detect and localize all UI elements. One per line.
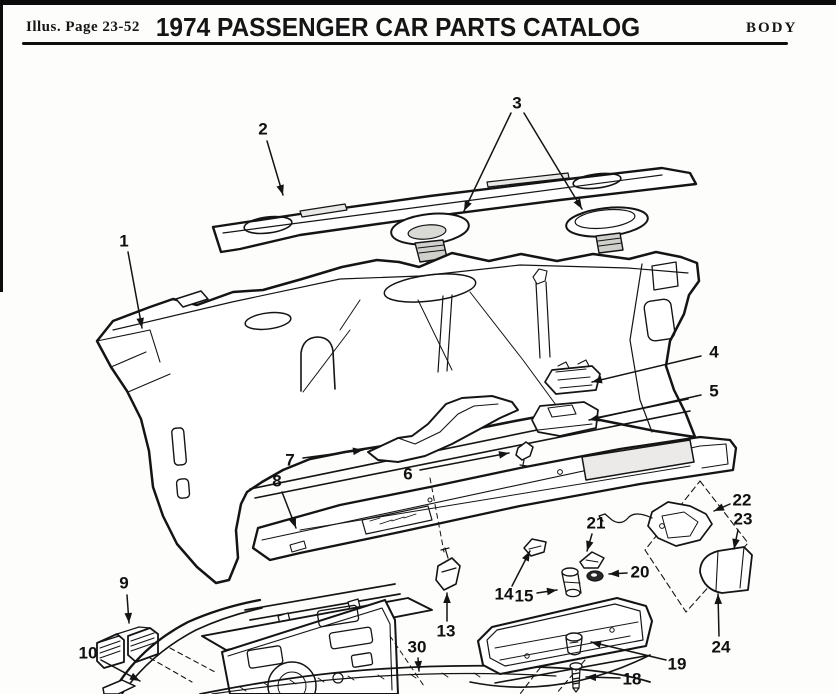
bracket-part4 xyxy=(544,359,601,395)
speaker-left xyxy=(390,212,470,270)
glove-box xyxy=(469,596,654,694)
upper-trim-pad xyxy=(367,395,519,463)
leader-arrowhead xyxy=(732,538,740,549)
nut-part20 xyxy=(586,570,604,582)
callout-9: 9 xyxy=(119,574,128,593)
header-rule xyxy=(22,42,788,45)
page-title: 1974 PASSENGER CAR PARTS CATALOG xyxy=(155,12,641,42)
leader-arrowhead xyxy=(414,660,423,671)
leader-arrowhead xyxy=(498,451,509,459)
leader-line xyxy=(302,449,364,459)
callout-10: 10 xyxy=(79,644,98,663)
leader-arrowhead xyxy=(522,551,530,562)
instrument-panel-frame xyxy=(95,250,701,585)
lower-trim-panel xyxy=(251,435,738,562)
leader-line xyxy=(590,641,667,661)
cluster-bezel xyxy=(102,598,263,694)
leader-line xyxy=(523,112,583,210)
screw-part18 xyxy=(569,662,583,693)
callout-21: 21 xyxy=(587,514,606,533)
leader-arrowhead xyxy=(586,673,597,682)
instrument-cluster xyxy=(201,583,433,694)
latch-assembly xyxy=(598,480,749,613)
leader-arrowhead xyxy=(136,317,144,328)
clip-part21 xyxy=(579,551,605,569)
callout-1: 1 xyxy=(119,232,128,251)
illus-page-label: Illus. Page 23-52 xyxy=(26,19,140,35)
callout-15: 15 xyxy=(515,587,534,606)
callout-5: 5 xyxy=(709,382,718,401)
section-label: BODY xyxy=(746,20,798,36)
switch-blocks xyxy=(96,626,159,669)
switch-part13 xyxy=(429,477,461,591)
leader-line xyxy=(127,251,143,329)
leader-arrowhead xyxy=(609,569,620,578)
defroster-grille-panel xyxy=(211,166,698,254)
callout-6: 6 xyxy=(403,465,412,484)
callout-7: 7 xyxy=(285,451,294,470)
door-stop-cover xyxy=(699,546,753,594)
leader-arrowhead xyxy=(591,640,602,649)
glove-box-lock xyxy=(565,632,583,656)
leader-arrowhead xyxy=(589,414,600,422)
leader-line xyxy=(591,355,702,383)
scan-left-bar xyxy=(0,0,3,292)
leader-arrowhead xyxy=(129,672,140,681)
leader-arrowhead xyxy=(546,587,557,596)
leader-line xyxy=(419,452,510,471)
leader-arrowhead xyxy=(714,594,723,605)
leader-arrowhead xyxy=(443,593,451,603)
callout-18: 18 xyxy=(623,670,642,689)
leader-arrowhead xyxy=(464,200,472,211)
leader-arrowhead xyxy=(586,540,594,551)
leader-arrowhead xyxy=(288,517,296,528)
callout-19: 19 xyxy=(668,655,687,674)
leader-arrowhead xyxy=(276,184,284,195)
callout-13: 13 xyxy=(437,622,456,641)
callout-8: 8 xyxy=(272,472,281,491)
callout-4: 4 xyxy=(709,343,719,362)
speaker-right xyxy=(565,206,649,254)
leader-arrowhead xyxy=(573,198,582,209)
callout-24: 24 xyxy=(712,638,731,657)
callout-23: 23 xyxy=(734,510,753,529)
leader-arrowhead xyxy=(124,612,133,623)
leader-arrowhead xyxy=(592,375,603,384)
callout-2: 2 xyxy=(258,120,267,139)
callout-30: 30 xyxy=(408,638,427,657)
callout-20: 20 xyxy=(631,563,650,582)
leader-line xyxy=(588,394,702,421)
leader-line xyxy=(463,112,512,212)
leader-arrowhead xyxy=(352,447,363,456)
lock-cylinder-part15 xyxy=(561,567,582,598)
callout-22: 22 xyxy=(733,491,752,510)
callout-3: 3 xyxy=(512,94,521,113)
leader-arrowhead xyxy=(714,503,725,511)
callout-14: 14 xyxy=(495,585,514,604)
scan-top-bar xyxy=(0,0,836,5)
